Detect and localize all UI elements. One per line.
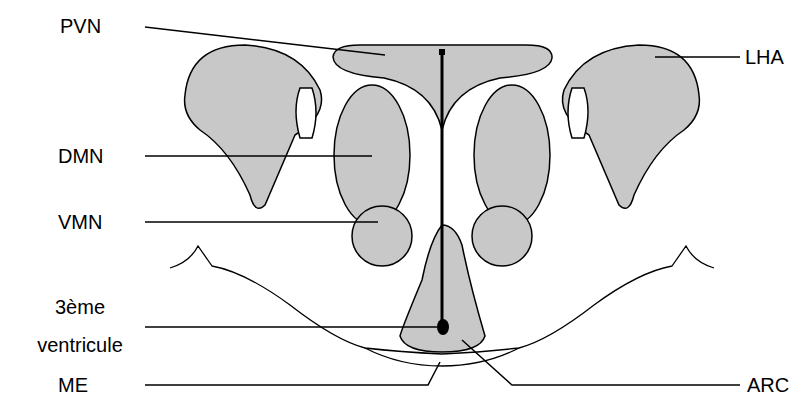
part-label: PVN: [60, 14, 140, 38]
part-label: ARC: [747, 373, 801, 397]
part-label: VMN: [58, 210, 138, 234]
part-label: 3ème ventricule: [22, 288, 138, 364]
part-label: LHA: [745, 45, 801, 69]
part-label: DMN: [58, 144, 138, 168]
part-label: ME: [58, 373, 138, 397]
